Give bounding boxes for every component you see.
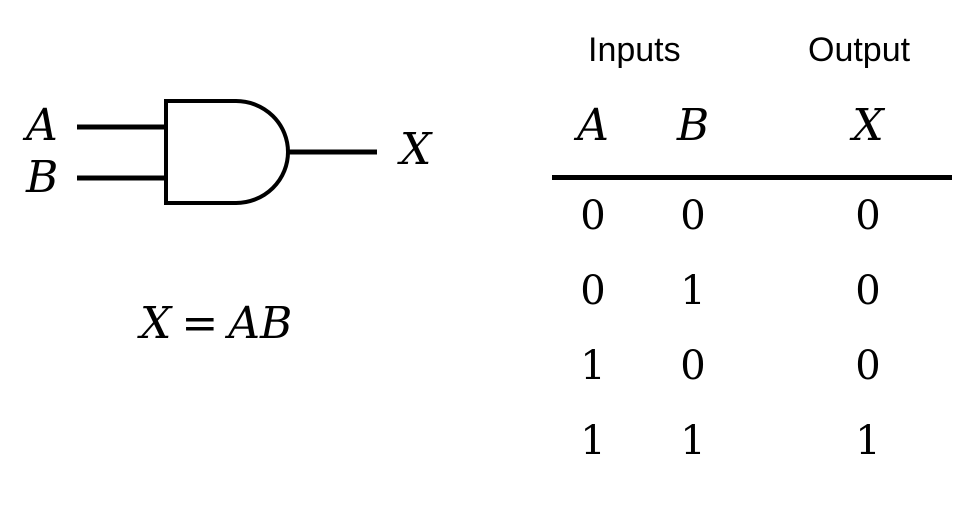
cell-x: 0 <box>855 343 881 389</box>
column-header-a: A <box>577 100 609 151</box>
cell-a: 1 <box>580 418 606 464</box>
equation-rhs: AB <box>228 298 293 349</box>
cell-a: 0 <box>580 268 606 314</box>
equation-lhs: X <box>140 298 172 349</box>
output-heading: Output <box>808 31 911 69</box>
cell-a: 0 <box>580 193 606 239</box>
inputs-heading: Inputs <box>588 31 681 69</box>
cell-b: 0 <box>680 343 706 389</box>
and-gate-body <box>164 99 290 205</box>
cell-a: 1 <box>580 343 606 389</box>
input-a-label: A <box>26 100 58 151</box>
cell-b: 0 <box>680 193 706 239</box>
table-row: 0 0 0 <box>0 196 960 271</box>
output-x-label: X <box>400 124 432 175</box>
table-header-rule <box>552 175 952 180</box>
cell-x: 0 <box>855 268 881 314</box>
cell-b: 1 <box>680 418 706 464</box>
table-row: 1 0 0 <box>0 346 960 421</box>
cell-x: 1 <box>855 418 881 464</box>
table-row: 1 1 1 <box>0 421 960 496</box>
truth-table-body: 0 0 0 0 1 0 1 0 0 1 1 1 <box>0 196 960 496</box>
cell-x: 0 <box>855 193 881 239</box>
boolean-equation: X=AB <box>140 302 292 346</box>
cell-b: 1 <box>680 268 706 314</box>
column-header-b: B <box>676 100 710 151</box>
input-b-label: B <box>26 152 59 203</box>
table-row: 0 1 0 <box>0 271 960 346</box>
column-header-x: X <box>852 100 884 151</box>
equation-operator: = <box>181 298 219 349</box>
